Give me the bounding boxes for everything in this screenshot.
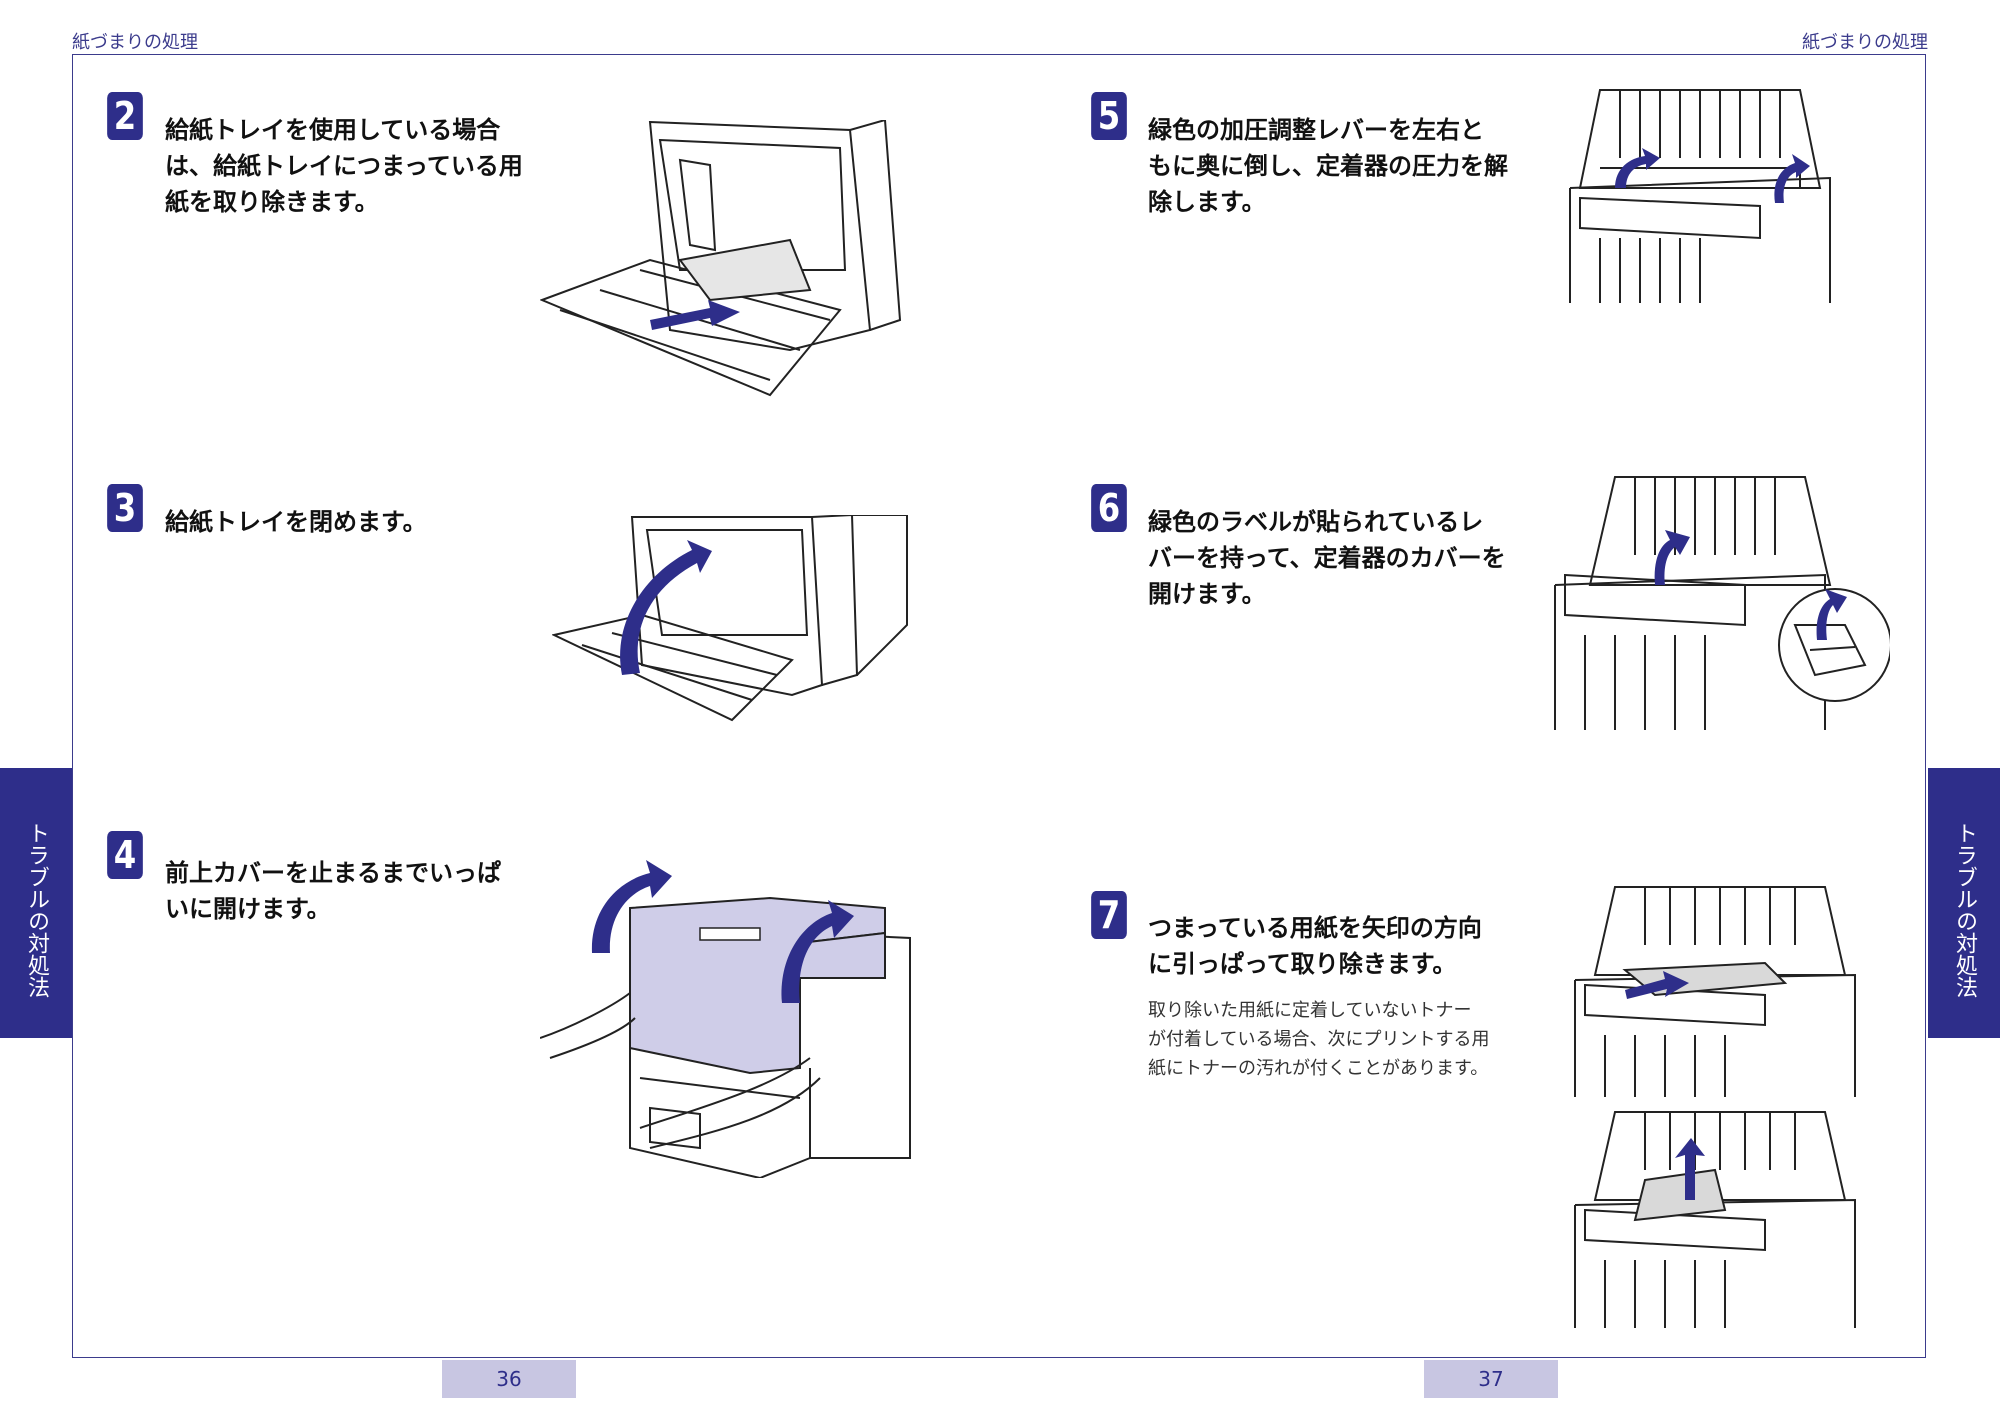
page-frame bbox=[72, 54, 1926, 1358]
running-header-left: 紙づまりの処理 bbox=[72, 32, 198, 53]
step-number-4: 4 bbox=[107, 831, 143, 879]
step-text-5: 緑色の加圧調整レバーを左右と もに奥に倒し、定着器の圧力を解 除します。 bbox=[1148, 116, 1508, 216]
figure-release-pressure-levers bbox=[1569, 89, 1831, 303]
step-number-3: 3 bbox=[107, 484, 143, 532]
page-number-right: 37 bbox=[1424, 1360, 1558, 1398]
figure-open-front-cover bbox=[540, 860, 911, 1178]
step-text-7: つまっている用紙を矢印の方向 に引っぱって取り除きます。 bbox=[1148, 914, 1482, 978]
page-number-left: 36 bbox=[442, 1360, 576, 1398]
step-number-2: 2 bbox=[107, 92, 143, 140]
step-text-6: 緑色のラベルが貼られているレ バーを持って、定着器のカバーを 開けます。 bbox=[1148, 508, 1506, 608]
side-tab-left: トラブルの対処法 bbox=[0, 768, 72, 1038]
step-number-7: 7 bbox=[1091, 891, 1127, 939]
running-header-right: 紙づまりの処理 bbox=[1802, 32, 1928, 53]
figure-remove-paper-from-tray bbox=[540, 120, 902, 397]
step-text-3: 給紙トレイを閉めます。 bbox=[165, 508, 427, 536]
step-text-2: 給紙トレイを使用している場合 は、給紙トレイにつまっている用 紙を取り除きます。 bbox=[165, 116, 523, 216]
step-note-7: 取り除いた用紙に定着していないトナー が付着している場合、次にプリントする用 紙… bbox=[1148, 1000, 1490, 1079]
step-number-6: 6 bbox=[1091, 484, 1127, 532]
side-tab-right: トラブルの対処法 bbox=[1928, 768, 2000, 1038]
step-number-5: 5 bbox=[1091, 92, 1127, 140]
figure-open-fuser-cover bbox=[1554, 476, 1890, 730]
step-text-4: 前上カバーを止まるまでいっぱ いに開けます。 bbox=[165, 859, 501, 923]
figure-pull-paper-left bbox=[1574, 886, 1856, 1097]
figure-pull-paper-up bbox=[1574, 1111, 1856, 1328]
figure-close-tray bbox=[552, 515, 908, 722]
